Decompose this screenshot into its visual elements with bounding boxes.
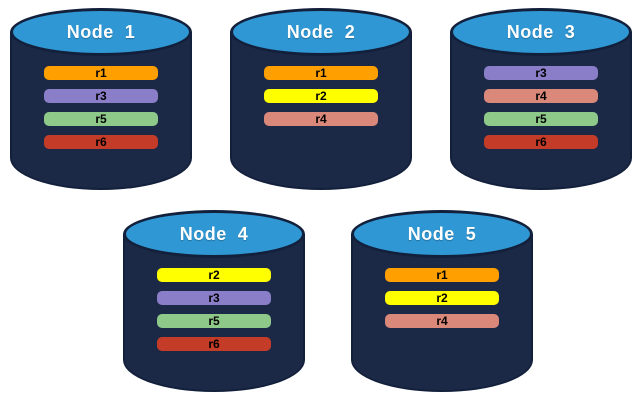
replica-label: r2 <box>436 291 448 305</box>
node-label: Node 3 <box>506 21 576 42</box>
replica-label: r3 <box>208 291 220 305</box>
replica-bar-r6: r6 <box>157 337 271 351</box>
database-node-2: Node 2 r1 r2 r4 <box>230 8 412 190</box>
replica-list: r1 r2 r4 <box>230 66 412 126</box>
replica-bar-r3: r3 <box>157 291 271 305</box>
database-node-3: Node 3 r3 r4 r5 r6 <box>450 8 632 190</box>
replica-list: r3 r4 r5 r6 <box>450 66 632 149</box>
replica-label: r6 <box>208 337 220 351</box>
database-node-4: Node 4 r2 r3 r5 r6 <box>123 210 305 392</box>
cylinder-top: Node 1 <box>10 8 192 56</box>
replica-bar-r6: r6 <box>484 135 598 149</box>
node-label: Node 1 <box>66 21 136 42</box>
cylinder-body <box>450 32 632 190</box>
replica-label: r3 <box>535 66 547 80</box>
replica-bar-r1: r1 <box>264 66 378 80</box>
cylinder-body <box>230 32 412 190</box>
replica-label: r6 <box>95 135 107 149</box>
node-label: Node 2 <box>286 21 356 42</box>
replica-label: r2 <box>208 268 220 282</box>
replica-list: r1 r3 r5 r6 <box>10 66 192 149</box>
replica-label: r5 <box>535 112 547 126</box>
replica-label: r3 <box>95 89 107 103</box>
replica-label: r5 <box>208 314 220 328</box>
replica-label: r1 <box>436 268 448 282</box>
cylinder-body <box>351 234 533 392</box>
replica-bar-r3: r3 <box>484 66 598 80</box>
replica-bar-r1: r1 <box>385 268 499 282</box>
cylinder-top: Node 4 <box>123 210 305 258</box>
database-node-5: Node 5 r1 r2 r4 <box>351 210 533 392</box>
replica-bar-r2: r2 <box>385 291 499 305</box>
replica-bar-r5: r5 <box>44 112 158 126</box>
replica-bar-r5: r5 <box>484 112 598 126</box>
replica-label: r2 <box>315 89 327 103</box>
node-label: Node 4 <box>179 223 249 244</box>
replica-bar-r6: r6 <box>44 135 158 149</box>
replica-bar-r4: r4 <box>385 314 499 328</box>
replica-bar-r1: r1 <box>44 66 158 80</box>
replica-list: r2 r3 r5 r6 <box>123 268 305 351</box>
replica-label: r6 <box>535 135 547 149</box>
replica-label: r4 <box>315 112 327 126</box>
node-label: Node 5 <box>407 223 477 244</box>
replica-bar-r3: r3 <box>44 89 158 103</box>
replica-label: r4 <box>535 89 547 103</box>
cylinder-top: Node 2 <box>230 8 412 56</box>
replica-list: r1 r2 r4 <box>351 268 533 328</box>
replica-bar-r2: r2 <box>157 268 271 282</box>
replica-label: r5 <box>95 112 107 126</box>
replica-label: r1 <box>95 66 107 80</box>
replica-bar-r5: r5 <box>157 314 271 328</box>
replica-label: r1 <box>315 66 327 80</box>
replica-bar-r2: r2 <box>264 89 378 103</box>
cylinder-body <box>123 234 305 392</box>
cylinder-top: Node 5 <box>351 210 533 258</box>
replica-label: r4 <box>436 314 448 328</box>
cylinder-body <box>10 32 192 190</box>
replica-bar-r4: r4 <box>264 112 378 126</box>
cylinder-top: Node 3 <box>450 8 632 56</box>
replica-bar-r4: r4 <box>484 89 598 103</box>
database-node-1: Node 1 r1 r3 r5 r6 <box>10 8 192 190</box>
bottom-row: Node 4 r2 r3 r5 r6 Node 5 r1 r2 r4 <box>123 210 533 392</box>
